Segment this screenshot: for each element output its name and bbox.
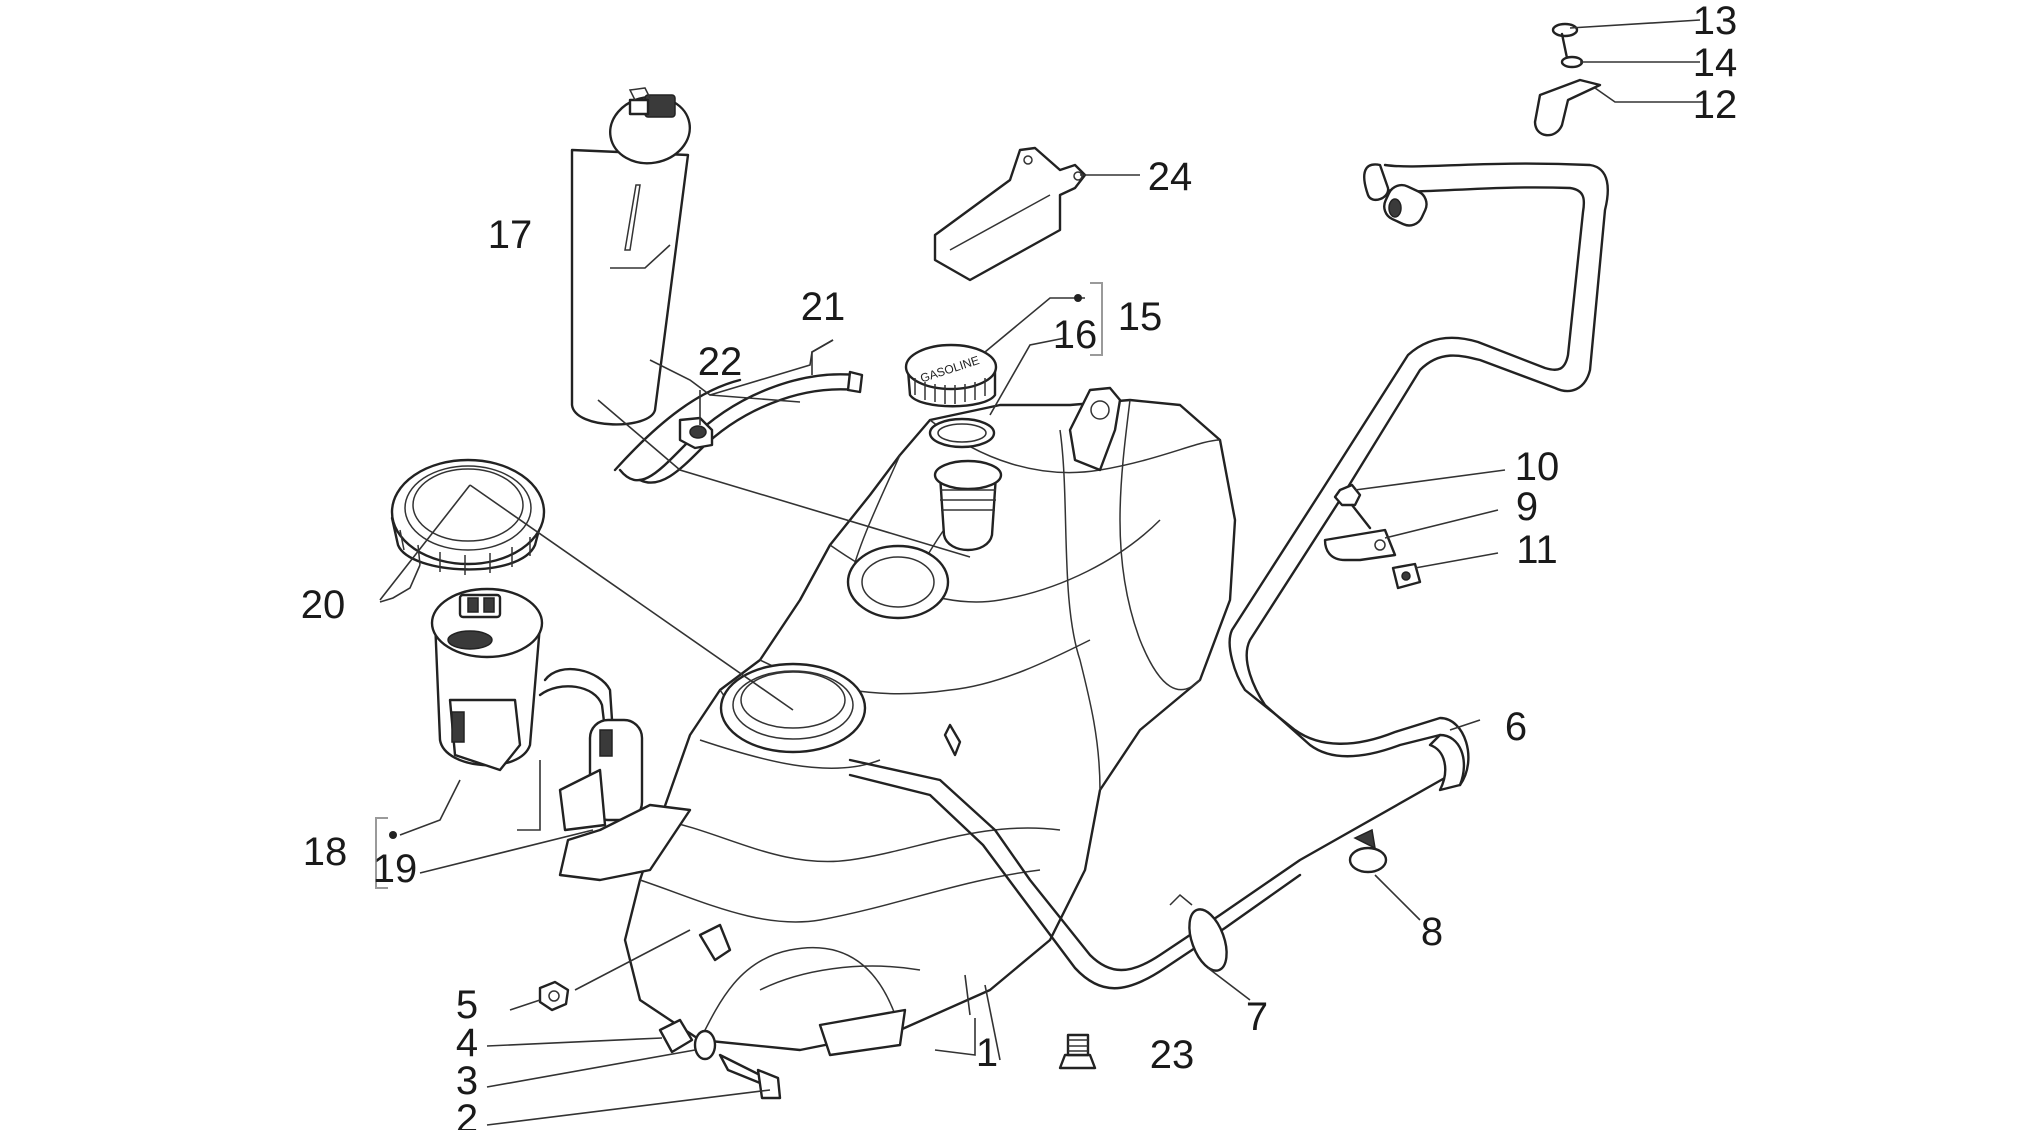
fuel-tank-part-1 (623, 386, 1237, 1057)
fuel-level-sender-part-17 (570, 87, 692, 426)
callout-17: 17 (488, 213, 533, 257)
washer-part-14 (1560, 55, 1584, 69)
bracket-part-12 (1533, 78, 1602, 137)
callout-15: 15 (1118, 295, 1163, 339)
callout-8: 8 (1421, 910, 1443, 954)
callout-labels: 1 2 3 4 5 6 7 8 9 10 11 12 13 14 15 16 1… (301, 0, 1738, 1130)
spacer-part-4 (658, 1018, 694, 1054)
cap-seal-part-16 (928, 417, 996, 449)
callout-2: 2 (456, 1097, 478, 1130)
gasoline-cap-part-15: GASOLINE (904, 343, 998, 408)
callout-3: 3 (456, 1059, 478, 1103)
callout-12: 12 (1693, 83, 1738, 127)
screw-part-13 (1551, 22, 1579, 60)
bolt-part-10 (1333, 483, 1372, 530)
callout-4: 4 (456, 1021, 478, 1065)
callout-23: 23 (1150, 1033, 1195, 1077)
callout-9: 9 (1516, 485, 1538, 529)
leader-lines (379, 19, 1705, 1126)
vent-pipe-part-6 (848, 162, 1609, 990)
washer-part-3 (693, 1029, 717, 1061)
hose-clip-part-8 (1348, 828, 1388, 874)
callout-19: 19 (373, 847, 418, 891)
group-bracket-15-16 (1090, 282, 1103, 356)
breather-hose-part-21 (613, 370, 864, 484)
callout-24: 24 (1148, 155, 1193, 199)
callout-13: 13 (1693, 0, 1738, 43)
mounting-bracket-part-24 (933, 146, 1087, 282)
hose-clip-part-22 (678, 416, 714, 450)
clip-nut-part-11 (1391, 562, 1422, 590)
filler-neck (933, 459, 1003, 552)
fuel-pump-part-18 (430, 587, 614, 772)
callout-18: 18 (303, 830, 348, 874)
pump-lock-ring-part-20 (390, 458, 546, 575)
group-bracket-18-19 (375, 817, 388, 889)
callout-21: 21 (801, 285, 846, 329)
callout-20: 20 (301, 583, 346, 627)
callout-22: 22 (698, 340, 743, 384)
callout-7: 7 (1246, 995, 1268, 1039)
fuel-filter-part-19 (558, 718, 692, 882)
drain-plug-part-23 (1058, 1033, 1097, 1070)
callout-11: 11 (1516, 528, 1558, 572)
callout-16: 16 (1053, 313, 1098, 357)
callout-1: 1 (976, 1031, 998, 1075)
callout-10: 10 (1515, 445, 1560, 489)
bracket-part-9 (1323, 528, 1397, 562)
callout-6: 6 (1505, 705, 1527, 749)
callout-14: 14 (1693, 41, 1738, 85)
nut-part-5 (538, 980, 570, 1012)
bolt-part-2 (718, 1053, 782, 1100)
callout-5: 5 (456, 983, 478, 1027)
clamp-part-7 (1169, 893, 1228, 972)
